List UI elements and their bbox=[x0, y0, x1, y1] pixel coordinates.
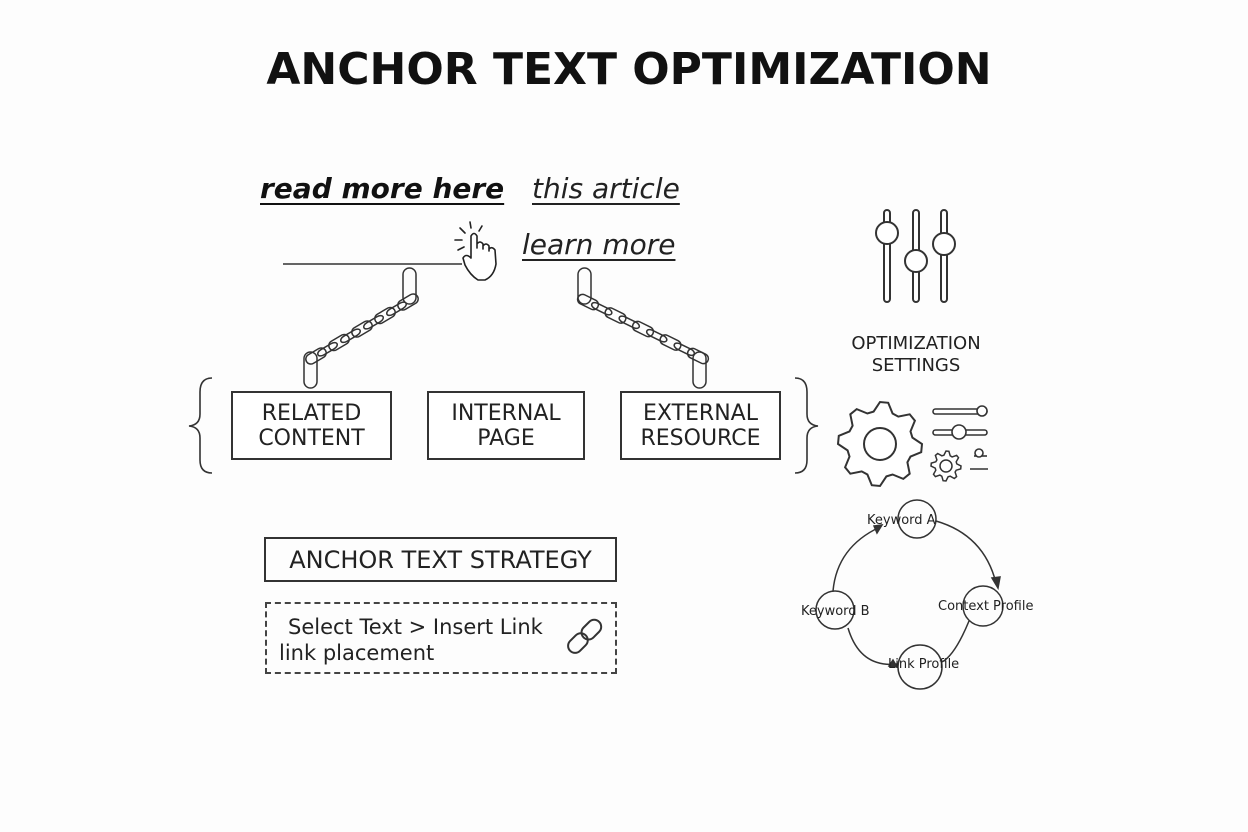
chain-link bbox=[618, 315, 641, 330]
keyword-cycle bbox=[815, 499, 1004, 690]
left-brace bbox=[188, 377, 213, 474]
right-brace bbox=[794, 377, 819, 474]
chain-link bbox=[659, 334, 682, 351]
chain-link bbox=[374, 306, 396, 325]
related-content-line2: CONTENT bbox=[258, 425, 365, 451]
anchor-read-more-here[interactable]: read more here bbox=[260, 172, 505, 205]
anchor-text-strategy-label: ANCHOR TEXT STRATEGY bbox=[264, 537, 617, 582]
internal-page-line1: INTERNAL bbox=[451, 400, 561, 426]
context-profile-node: Context Profile bbox=[938, 599, 1034, 614]
chain-link bbox=[686, 347, 710, 365]
chain-icon bbox=[576, 267, 710, 389]
chain-link bbox=[397, 293, 419, 311]
optimization-settings-label: OPTIMIZATION SETTINGS bbox=[826, 333, 1006, 377]
chain-link bbox=[386, 301, 407, 317]
chain-link bbox=[305, 347, 327, 365]
chain-link bbox=[328, 333, 350, 352]
external-resource-line2: RESOURCE bbox=[640, 425, 761, 451]
chain-icon bbox=[303, 267, 419, 389]
insert-link-instruction: Select Text > Insert Link bbox=[288, 615, 543, 639]
chain-link bbox=[317, 341, 338, 357]
related-content-line1: RELATED bbox=[261, 400, 362, 426]
gear-icon bbox=[836, 400, 924, 488]
internal-page-line2: PAGE bbox=[477, 425, 535, 451]
chain-link bbox=[363, 314, 384, 330]
chain-link bbox=[351, 320, 373, 338]
insert-link-box[interactable] bbox=[265, 602, 617, 674]
link-placement-label: link placement bbox=[279, 641, 435, 665]
chain-link bbox=[604, 307, 627, 324]
link-icon bbox=[567, 618, 603, 654]
keyword-a-node: Keyword A bbox=[867, 513, 936, 528]
chain-link bbox=[631, 320, 655, 338]
chain-link bbox=[645, 328, 668, 343]
gear-hole bbox=[939, 459, 953, 473]
gear-hole bbox=[863, 427, 897, 461]
chain-link bbox=[340, 328, 361, 344]
anchor-this-article[interactable]: this article bbox=[532, 172, 680, 205]
anchor-learn-more[interactable]: learn more bbox=[522, 228, 676, 261]
settings-label-line2: SETTINGS bbox=[871, 355, 961, 376]
keyword-b-node: Keyword B bbox=[801, 604, 870, 619]
link-profile-node: Link Profile bbox=[888, 657, 960, 672]
settings-label-line1: OPTIMIZATION bbox=[851, 333, 981, 354]
mini-sliders-icon bbox=[932, 405, 988, 470]
small-gear-icon bbox=[930, 450, 962, 482]
external-resource-line1: EXTERNAL bbox=[643, 400, 758, 426]
chain-link bbox=[590, 301, 613, 316]
chain-link bbox=[576, 293, 600, 311]
chain-link bbox=[673, 342, 696, 357]
page-title: ANCHOR TEXT OPTIMIZATION bbox=[266, 44, 992, 95]
sliders-icon bbox=[875, 209, 956, 303]
pointer-hand-icon bbox=[454, 221, 497, 281]
